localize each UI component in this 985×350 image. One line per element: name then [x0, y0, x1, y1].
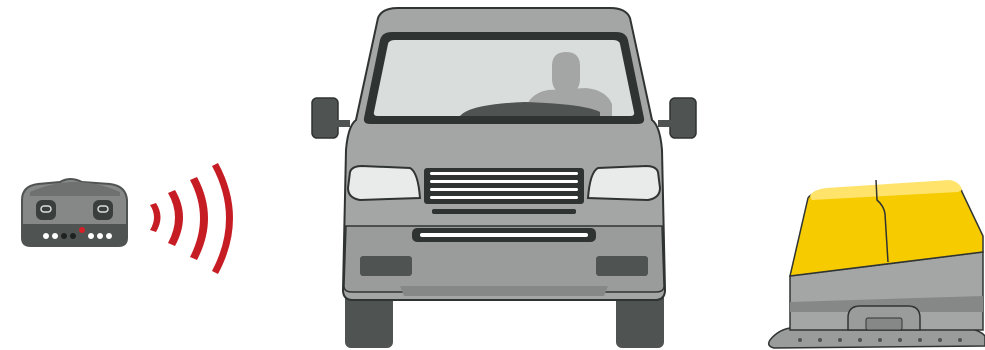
indicator-dot-white — [97, 233, 103, 239]
barrier-bolt — [858, 338, 862, 342]
van-fog-left — [360, 256, 412, 276]
grille-slat — [430, 172, 578, 175]
barrier-bolt — [798, 338, 802, 342]
van-mirror-right — [670, 98, 696, 138]
van-grille-badge — [432, 209, 576, 214]
wireless-signal-icon — [150, 163, 233, 274]
van-fog-right — [596, 256, 648, 276]
barrier-bolt — [958, 338, 962, 342]
signal-arc-1 — [150, 203, 161, 232]
grille-slat — [430, 188, 578, 191]
indicator-dot-red — [79, 227, 85, 233]
signal-arc-2 — [168, 190, 183, 246]
van-lower-lip — [400, 286, 608, 296]
van-headlight-right — [588, 166, 660, 200]
transmitter-button-left — [36, 200, 56, 220]
barrier-bolt — [838, 338, 842, 342]
indicator-dot-white — [52, 233, 58, 239]
barrier-bolt — [938, 338, 942, 342]
van-headlight-left — [348, 166, 420, 200]
indicator-dot-black — [61, 233, 67, 239]
grille-slat — [430, 180, 578, 183]
van-bumper-intake-slot — [420, 233, 588, 237]
indicator-dot-white — [43, 233, 49, 239]
barrier-bracket-inner — [866, 318, 902, 330]
barrier-bolt — [878, 338, 882, 342]
barrier-base-plate — [769, 328, 985, 348]
signal-arc-3 — [190, 177, 208, 260]
indicator-dot-black — [70, 233, 76, 239]
barrier-bolt — [918, 338, 922, 342]
van-mirror-right-arm — [658, 120, 672, 127]
transmitter-button-right — [93, 200, 113, 220]
grille-slat — [430, 196, 578, 199]
van-mirror-left-arm — [336, 120, 350, 127]
indicator-dot-white — [88, 233, 94, 239]
road-blocker-barrier-icon — [769, 180, 985, 348]
indicator-dot-white — [106, 233, 112, 239]
signal-arc-4 — [212, 163, 233, 274]
van-front-icon — [312, 8, 696, 348]
barrier-bolt — [898, 338, 902, 342]
remote-transmitter-icon — [22, 179, 127, 246]
barrier-bolt — [818, 338, 822, 342]
van-mirror-left — [312, 98, 338, 138]
